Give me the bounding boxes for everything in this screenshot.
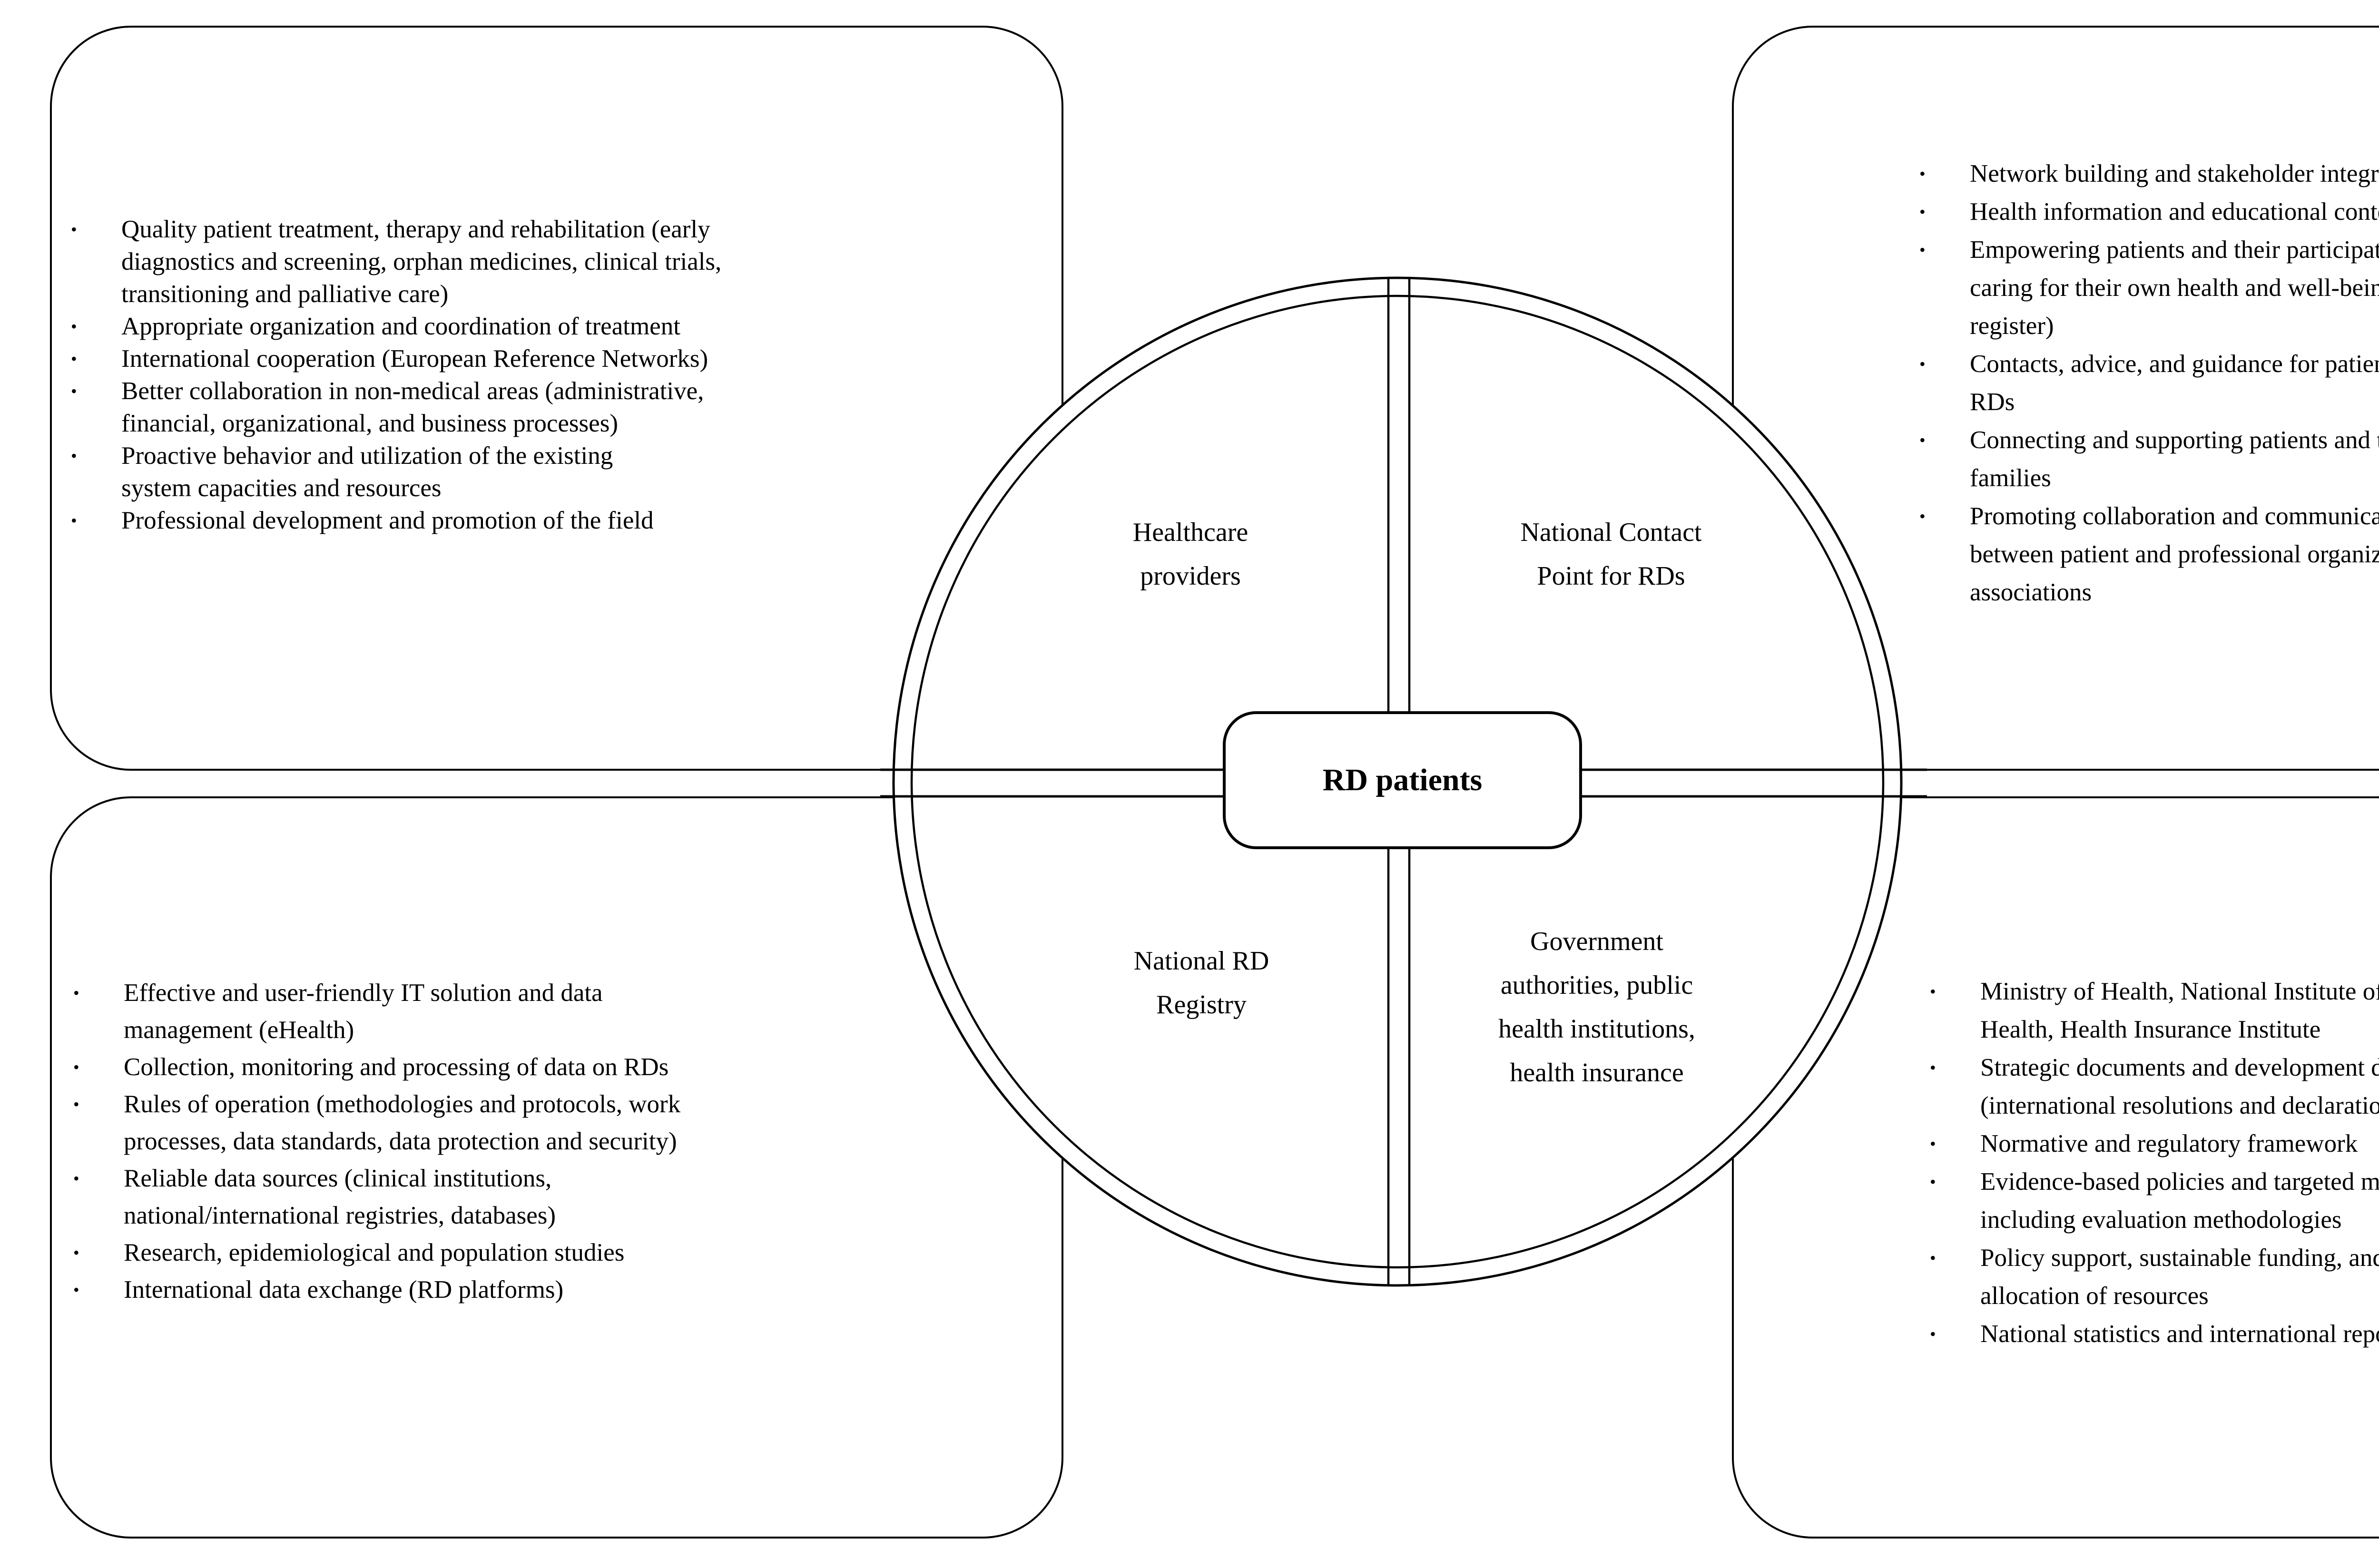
bullet-item: Ministry of Health, National Institute o…: [1928, 972, 2379, 1049]
bullet-item: Effective and user-friendly IT solution …: [71, 974, 1009, 1049]
bullet-item: Network building and stakeholder integra…: [1917, 155, 2379, 193]
quadrant-label-healthcare-providers: Healthcare providers: [1132, 518, 1248, 591]
bullet-item: Connecting and supporting patients and t…: [1917, 421, 2379, 497]
healthcare-providers-list: Quality patient treatment, therapy and r…: [69, 213, 1035, 537]
bullet-item: Quality patient treatment, therapy and r…: [69, 213, 1035, 310]
bullet-item: Evidence-based policies and targeted mea…: [1928, 1163, 2379, 1239]
bullet-item: Empowering patients and their participat…: [1917, 231, 2379, 345]
rd-patients-center-node: RD patients: [1223, 711, 1582, 849]
bullet-item: Better collaboration in non-medical area…: [69, 375, 1035, 440]
bullet-item: National statistics and international re…: [1928, 1315, 2379, 1353]
bullet-item: Strategic documents and development dire…: [1928, 1049, 2379, 1125]
government-authorities-list: Ministry of Health, National Institute o…: [1928, 972, 2379, 1353]
inner-circle: [910, 294, 1885, 1269]
quadrant-label-national-contact-point: National Contact Point for RDs: [1520, 518, 1702, 591]
rd-patients-label: RD patients: [1322, 763, 1483, 797]
bullet-item: Rules of operation (methodologies and pr…: [71, 1086, 1009, 1160]
bullet-item: Research, epidemiological and population…: [71, 1234, 1009, 1271]
bullet-item: Promoting collaboration and communicatio…: [1917, 497, 2379, 611]
bullet-item: Normative and regulatory framework: [1928, 1125, 2379, 1163]
bullet-item: Health information and educational conte…: [1917, 193, 2379, 231]
bullet-item: Contacts, advice, and guidance for patie…: [1917, 345, 2379, 421]
national-contact-point-list: Network building and stakeholder integra…: [1917, 155, 2379, 611]
quadrant-label-government-authorities: Government authorities, public health in…: [1498, 927, 1695, 1088]
bullet-item: Collection, monitoring and processing of…: [71, 1049, 1009, 1086]
bullet-item: Professional development and promotion o…: [69, 504, 1035, 537]
bullet-item: Reliable data sources (clinical institut…: [71, 1160, 1009, 1234]
bullet-item: International cooperation (European Refe…: [69, 343, 1035, 375]
bullet-item: International data exchange (RD platform…: [71, 1271, 1009, 1308]
bullet-item: Policy support, sustainable funding, and…: [1928, 1239, 2379, 1315]
quadrant-label-national-rd-registry: National RD Registry: [1133, 946, 1269, 1019]
bullet-item: Proactive behavior and utilization of th…: [69, 440, 1035, 504]
bullet-item: Appropriate organization and coordinatio…: [69, 310, 1035, 343]
national-rd-registry-list: Effective and user-friendly IT solution …: [71, 974, 1009, 1308]
